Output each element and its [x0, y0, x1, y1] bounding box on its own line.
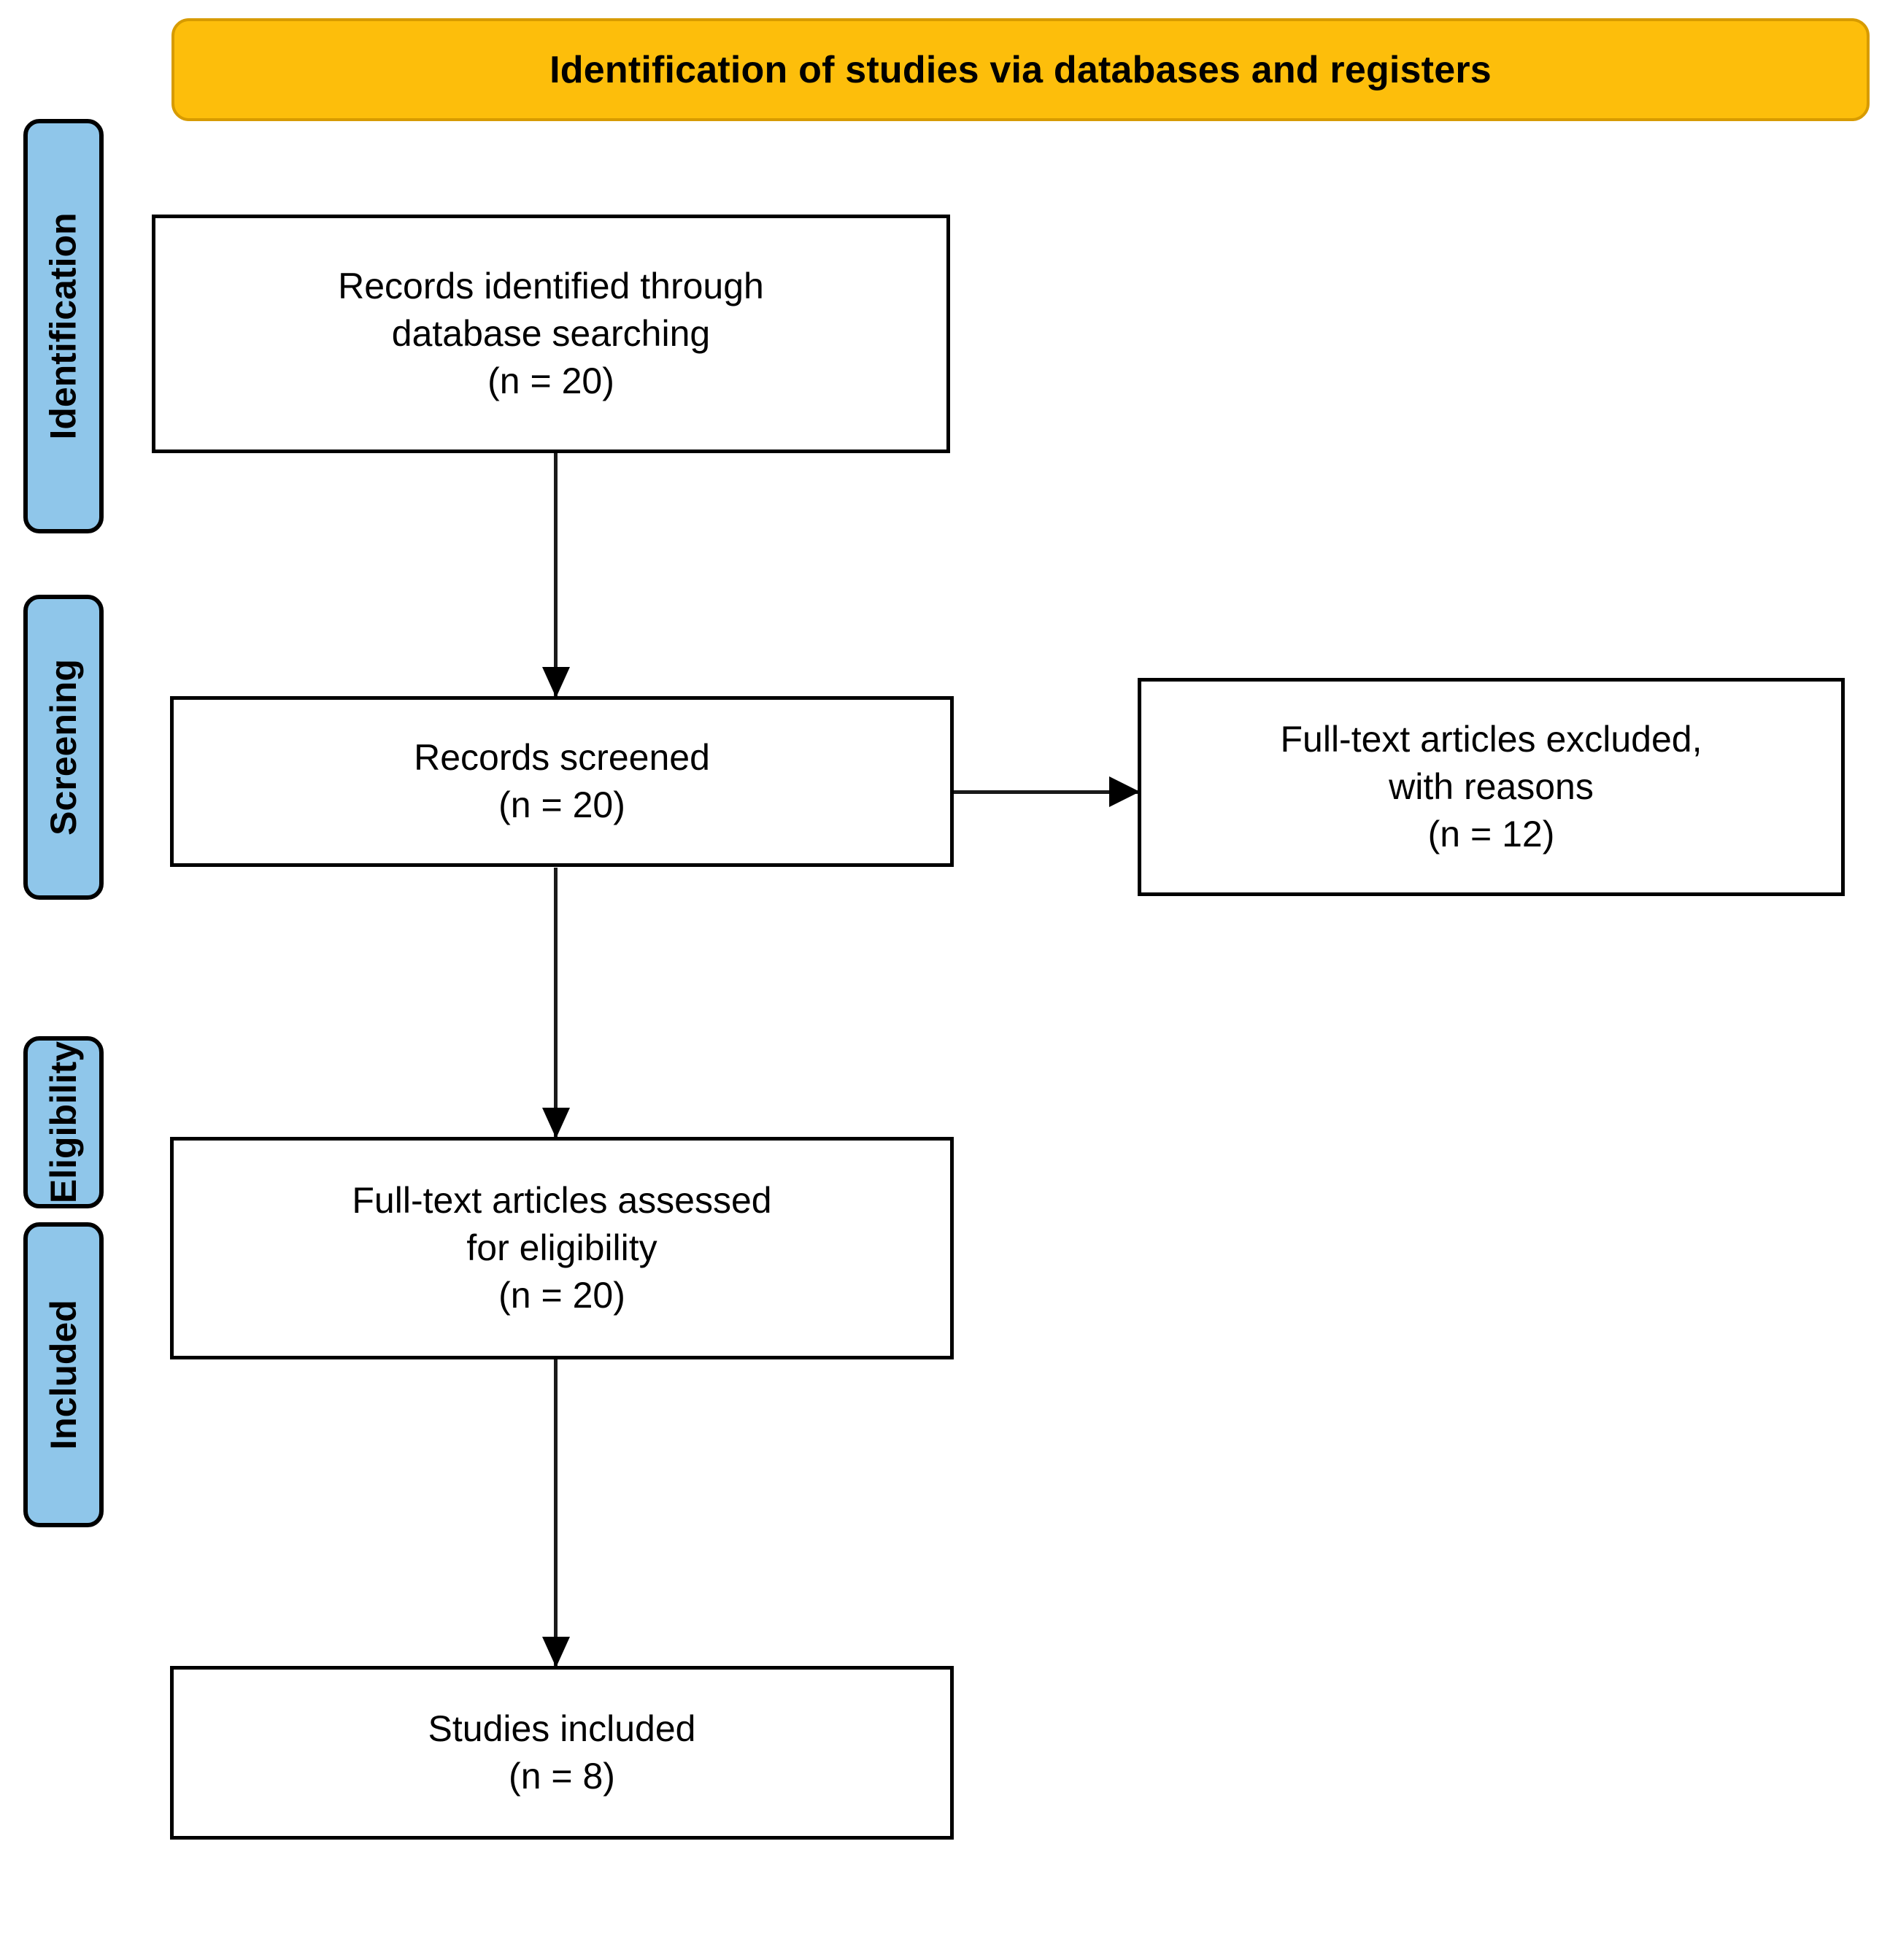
box-fulltext-assessed-count: (n = 20): [498, 1275, 625, 1316]
arrow-identified-to-screened: [542, 453, 570, 698]
arrow-screened-to-assessed: [542, 868, 570, 1138]
box-fulltext-excluded-line1: Full-text articles excluded,: [1280, 719, 1702, 760]
box-fulltext-excluded: Full-text articles excluded, with reason…: [1138, 678, 1845, 896]
box-fulltext-assessed-line1: Full-text articles assessed: [352, 1180, 772, 1221]
arrow-head-right-icon: [1109, 776, 1140, 807]
box-fulltext-assessed: Full-text articles assessed for eligibil…: [170, 1137, 954, 1359]
arrow-shaft: [954, 790, 1138, 794]
stage-tab-included: Included: [23, 1222, 104, 1527]
stage-tab-identification: Identification: [23, 119, 104, 533]
arrow-shaft: [554, 1359, 558, 1666]
box-records-identified-line1: Records identified through: [338, 266, 764, 306]
box-studies-included: Studies included (n = 8): [170, 1666, 954, 1840]
box-studies-included-count: (n = 8): [509, 1756, 615, 1797]
arrow-assessed-to-included: [542, 1359, 570, 1667]
stage-tab-screening: Screening: [23, 595, 104, 900]
arrow-head-down-icon: [542, 1637, 570, 1667]
diagram-title: Identification of studies via databases …: [549, 48, 1492, 91]
stage-tab-eligibility-label: Eligibility: [43, 1041, 84, 1204]
arrow-screened-to-excluded: [954, 776, 1140, 807]
box-records-identified: Records identified through database sear…: [152, 215, 950, 453]
arrow-head-down-icon: [542, 667, 570, 698]
arrow-head-down-icon: [542, 1108, 570, 1138]
box-records-identified-line2: database searching: [391, 313, 711, 354]
box-records-screened-count: (n = 20): [498, 784, 625, 825]
box-records-screened: Records screened (n = 20): [170, 696, 954, 867]
arrow-shaft: [554, 868, 558, 1137]
box-records-screened-line1: Records screened: [414, 737, 710, 778]
stage-tab-eligibility: Eligibility: [23, 1036, 104, 1208]
box-fulltext-assessed-line2: for eligibility: [466, 1227, 657, 1268]
arrow-shaft: [554, 453, 558, 696]
box-fulltext-excluded-count: (n = 12): [1427, 814, 1555, 854]
box-fulltext-excluded-line2: with reasons: [1389, 766, 1594, 807]
diagram-header-banner: Identification of studies via databases …: [171, 18, 1870, 121]
stage-tab-identification-label: Identification: [43, 212, 85, 440]
box-records-identified-count: (n = 20): [487, 360, 614, 401]
stage-tab-included-label: Included: [43, 1300, 85, 1450]
box-studies-included-line1: Studies included: [428, 1708, 696, 1749]
stage-tab-screening-label: Screening: [43, 659, 84, 836]
